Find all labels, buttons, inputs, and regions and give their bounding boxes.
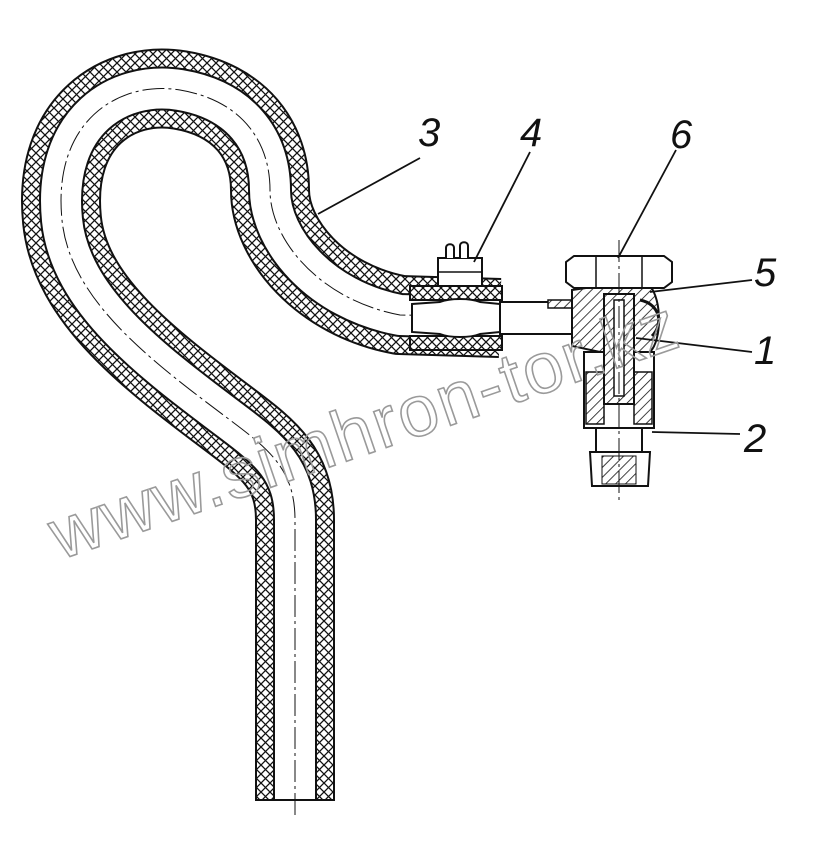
callout-5: 5: [754, 251, 777, 295]
leader-1: [635, 337, 753, 353]
hose-end-sleeve: [409, 285, 503, 351]
leader-lines: [317, 149, 753, 435]
hose-clamp: [437, 241, 483, 287]
leader-5: [649, 279, 753, 293]
leader-4: [473, 151, 531, 263]
callout-2: 2: [743, 417, 766, 461]
callout-3: 3: [418, 111, 440, 155]
leader-2: [651, 431, 741, 435]
hose: [21, 48, 591, 815]
leader-3: [317, 157, 421, 215]
hex-nut: [565, 255, 673, 289]
hose-centerline: [60, 88, 591, 815]
callout-4: 4: [520, 111, 542, 155]
leader-6: [617, 149, 677, 259]
callout-6: 6: [670, 113, 693, 157]
callout-1: 1: [754, 329, 776, 373]
